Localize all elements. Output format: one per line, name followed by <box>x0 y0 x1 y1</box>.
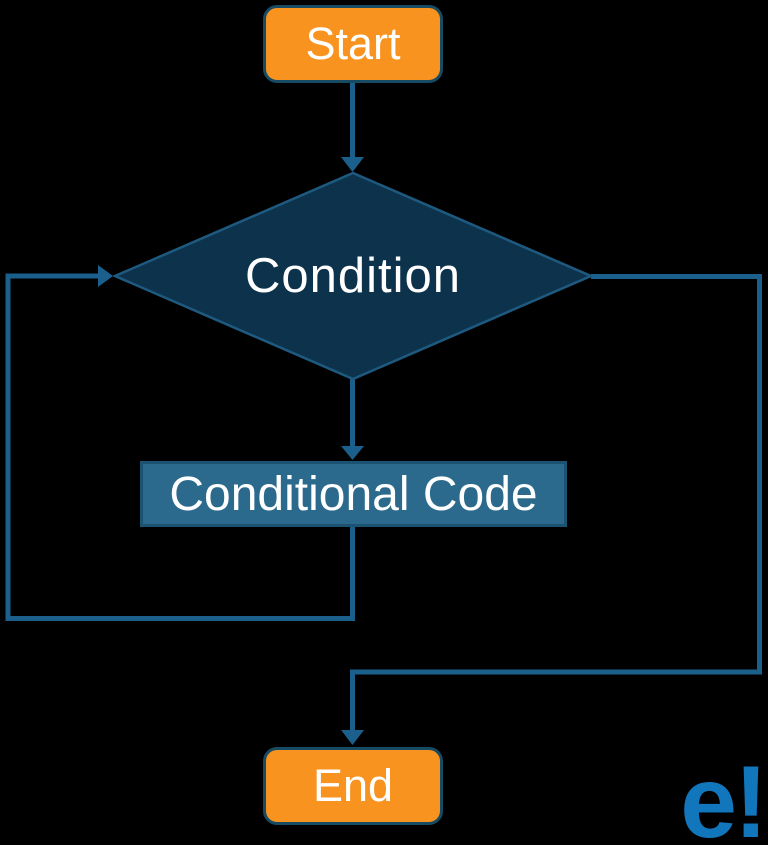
condition-diamond-shape <box>111 171 595 381</box>
conditional-code-node: Conditional Code <box>140 461 567 527</box>
start-node: Start <box>263 5 443 83</box>
start-node-label: Start <box>305 18 401 69</box>
edge-condition-to-end <box>350 274 762 731</box>
arrowhead-down-icon <box>341 446 364 460</box>
arrowhead-down-icon <box>341 157 364 172</box>
conditional-code-node-label: Conditional Code <box>169 467 538 521</box>
condition-node: Condition <box>115 173 591 379</box>
edureka-logo: e! <box>680 745 768 845</box>
edge-code-loop-back <box>5 273 355 621</box>
arrowhead-down-icon <box>341 730 364 745</box>
end-node: End <box>263 747 443 825</box>
condition-node-label: Condition <box>244 249 462 303</box>
end-node-label: End <box>312 760 394 811</box>
arrowhead-right-icon <box>98 265 113 287</box>
